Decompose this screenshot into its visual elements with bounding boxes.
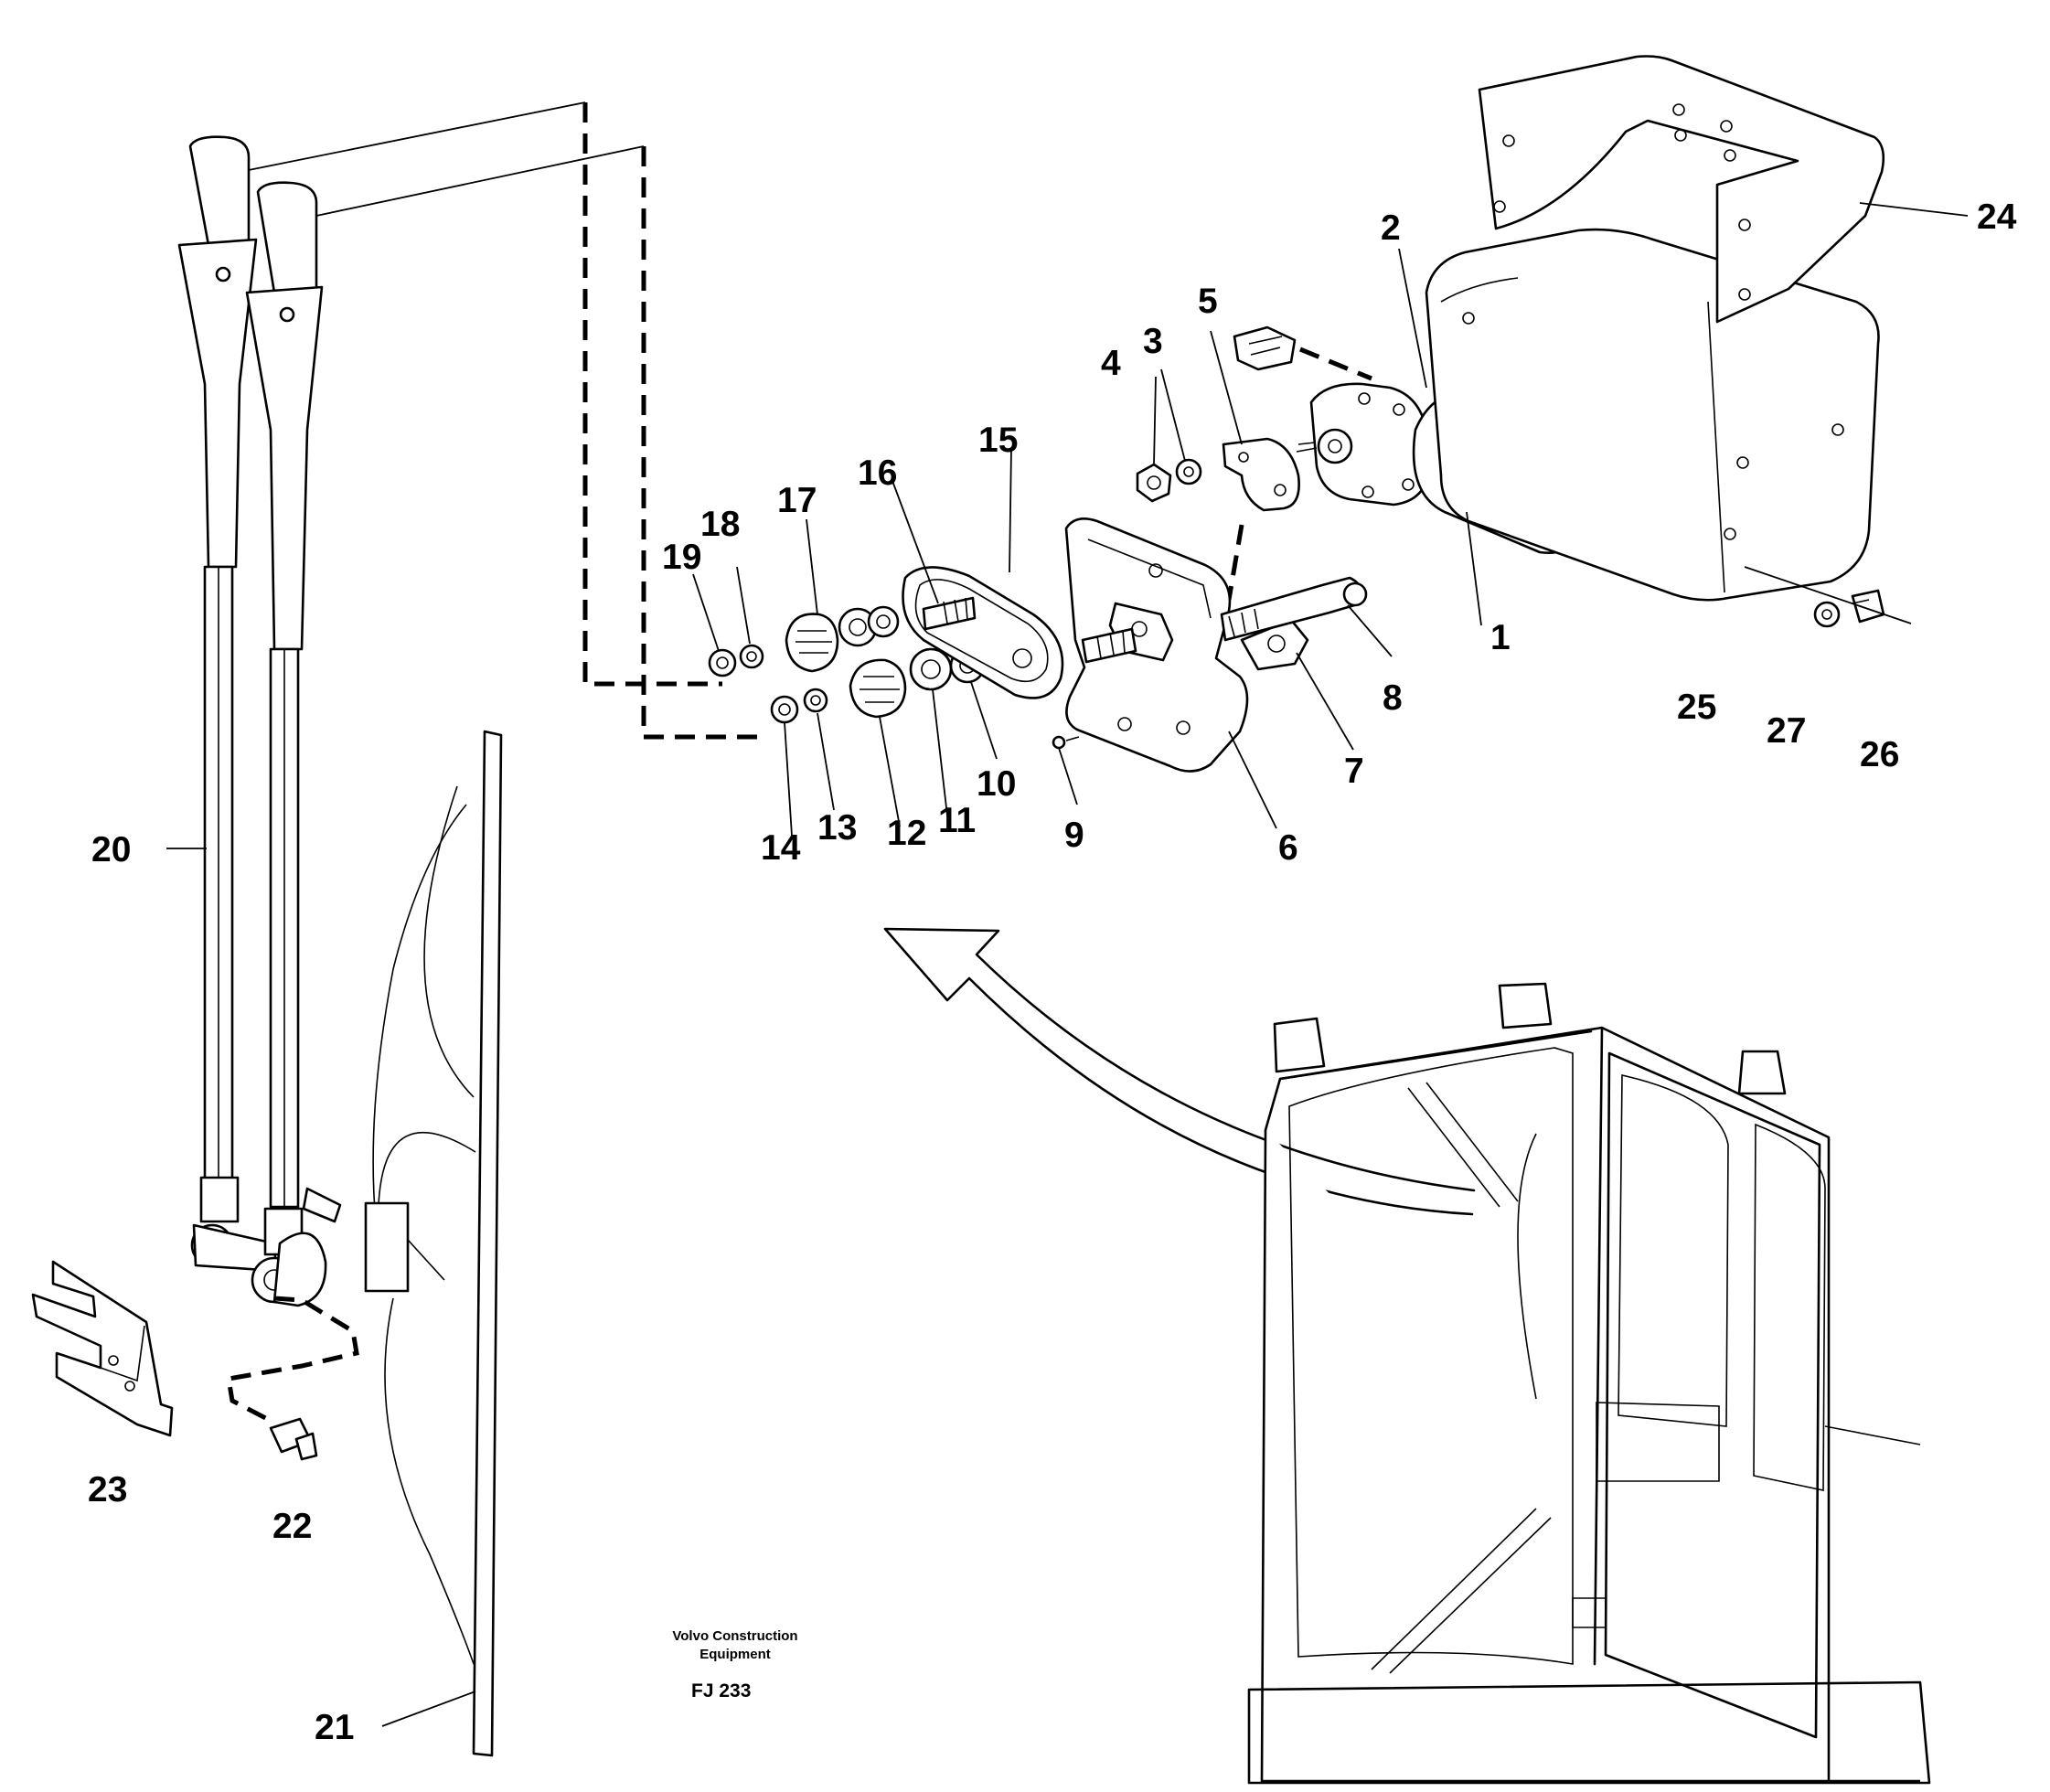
bolt-26 — [1851, 589, 1885, 624]
callout-19: 19 — [662, 538, 701, 577]
callout-7: 7 — [1344, 752, 1364, 791]
callout-20: 20 — [91, 830, 131, 869]
callout-10: 10 — [977, 764, 1016, 804]
callout-21: 21 — [315, 1708, 354, 1747]
callout-1: 1 — [1490, 618, 1511, 657]
electrical-connector — [1233, 325, 1372, 381]
small-fasteners — [708, 644, 828, 724]
callout-5: 5 — [1198, 282, 1218, 321]
callout-2: 2 — [1381, 208, 1401, 248]
callout-26: 26 — [1860, 735, 1899, 774]
callout-27: 27 — [1767, 711, 1806, 751]
callout-22: 22 — [272, 1507, 312, 1546]
cover-24 — [1478, 55, 1885, 324]
callout-4: 4 — [1101, 344, 1121, 383]
bracket-23 — [31, 1260, 174, 1437]
footer-company-line2: Equipment — [699, 1647, 771, 1662]
washer-3 — [1175, 458, 1202, 485]
motor-gearbox-2 — [1296, 382, 1432, 507]
figure-code: FJ 233 — [691, 1680, 751, 1701]
callout-23: 23 — [88, 1470, 127, 1509]
link-plate-15 — [902, 566, 1064, 699]
gear-hubs — [785, 613, 907, 719]
bolt-22 — [269, 1417, 318, 1461]
wiper-blade — [302, 730, 503, 1757]
callout-15: 15 — [978, 421, 1018, 460]
callout-16: 16 — [858, 453, 897, 493]
callout-25: 25 — [1677, 688, 1716, 727]
callout-labels: 1 2 3 4 5 6 7 8 9 10 11 12 13 14 15 16 1… — [88, 197, 2017, 1747]
bracket-5 — [1222, 437, 1300, 512]
callout-24: 24 — [1977, 197, 2017, 237]
location-arrow — [883, 927, 1476, 1216]
nut-4 — [1136, 463, 1172, 503]
callout-13: 13 — [817, 808, 857, 848]
callout-6: 6 — [1278, 828, 1298, 868]
wiper-arms — [177, 135, 327, 1307]
callout-17: 17 — [777, 481, 817, 520]
motor-housing-25 — [1425, 228, 1880, 602]
washer-27 — [1813, 601, 1841, 628]
figure-footer: Volvo Construction Equipment FJ 233 — [672, 1628, 797, 1701]
callout-9: 9 — [1064, 816, 1084, 855]
footer-company: Volvo Construction — [672, 1628, 797, 1644]
callout-3: 3 — [1143, 322, 1163, 361]
callout-11: 11 — [938, 801, 976, 840]
spindle-shafts — [922, 596, 1137, 664]
leader-lines — [166, 202, 1969, 1727]
link-rod-8 — [1220, 576, 1368, 642]
callout-14: 14 — [761, 828, 801, 868]
assembly-lines — [226, 101, 1244, 1425]
screw-9 — [1052, 735, 1080, 750]
cab-illustration — [1247, 982, 1931, 1785]
callout-18: 18 — [700, 505, 740, 544]
callout-8: 8 — [1383, 678, 1403, 718]
callout-12: 12 — [887, 814, 926, 853]
